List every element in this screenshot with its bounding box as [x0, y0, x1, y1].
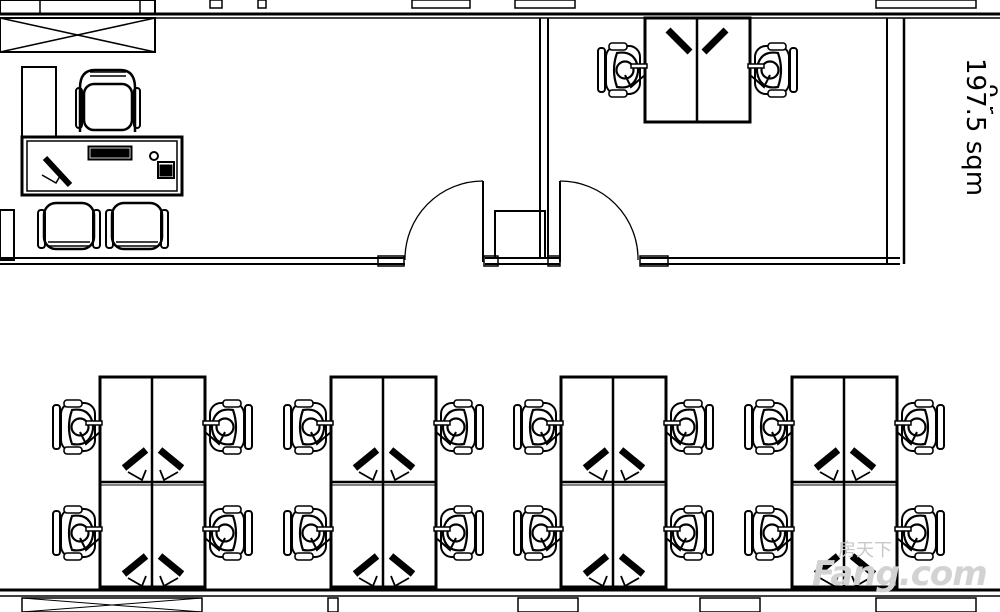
watermark: 房天下 Fang.com — [808, 532, 998, 598]
workstation-cluster-1 — [53, 377, 252, 587]
watermark-en: Fang.com — [812, 554, 988, 594]
room-name-label: 9.r — [990, 84, 1000, 115]
upper-workstation-cluster — [596, 16, 797, 124]
workstation-cluster-2 — [284, 377, 483, 587]
room-area-label: 197.5 sqm — [960, 58, 990, 197]
workstation-cluster-3 — [514, 377, 713, 587]
watermark-cn: 房天下 — [838, 540, 892, 561]
doors — [404, 180, 639, 262]
manager-office — [20, 66, 184, 251]
